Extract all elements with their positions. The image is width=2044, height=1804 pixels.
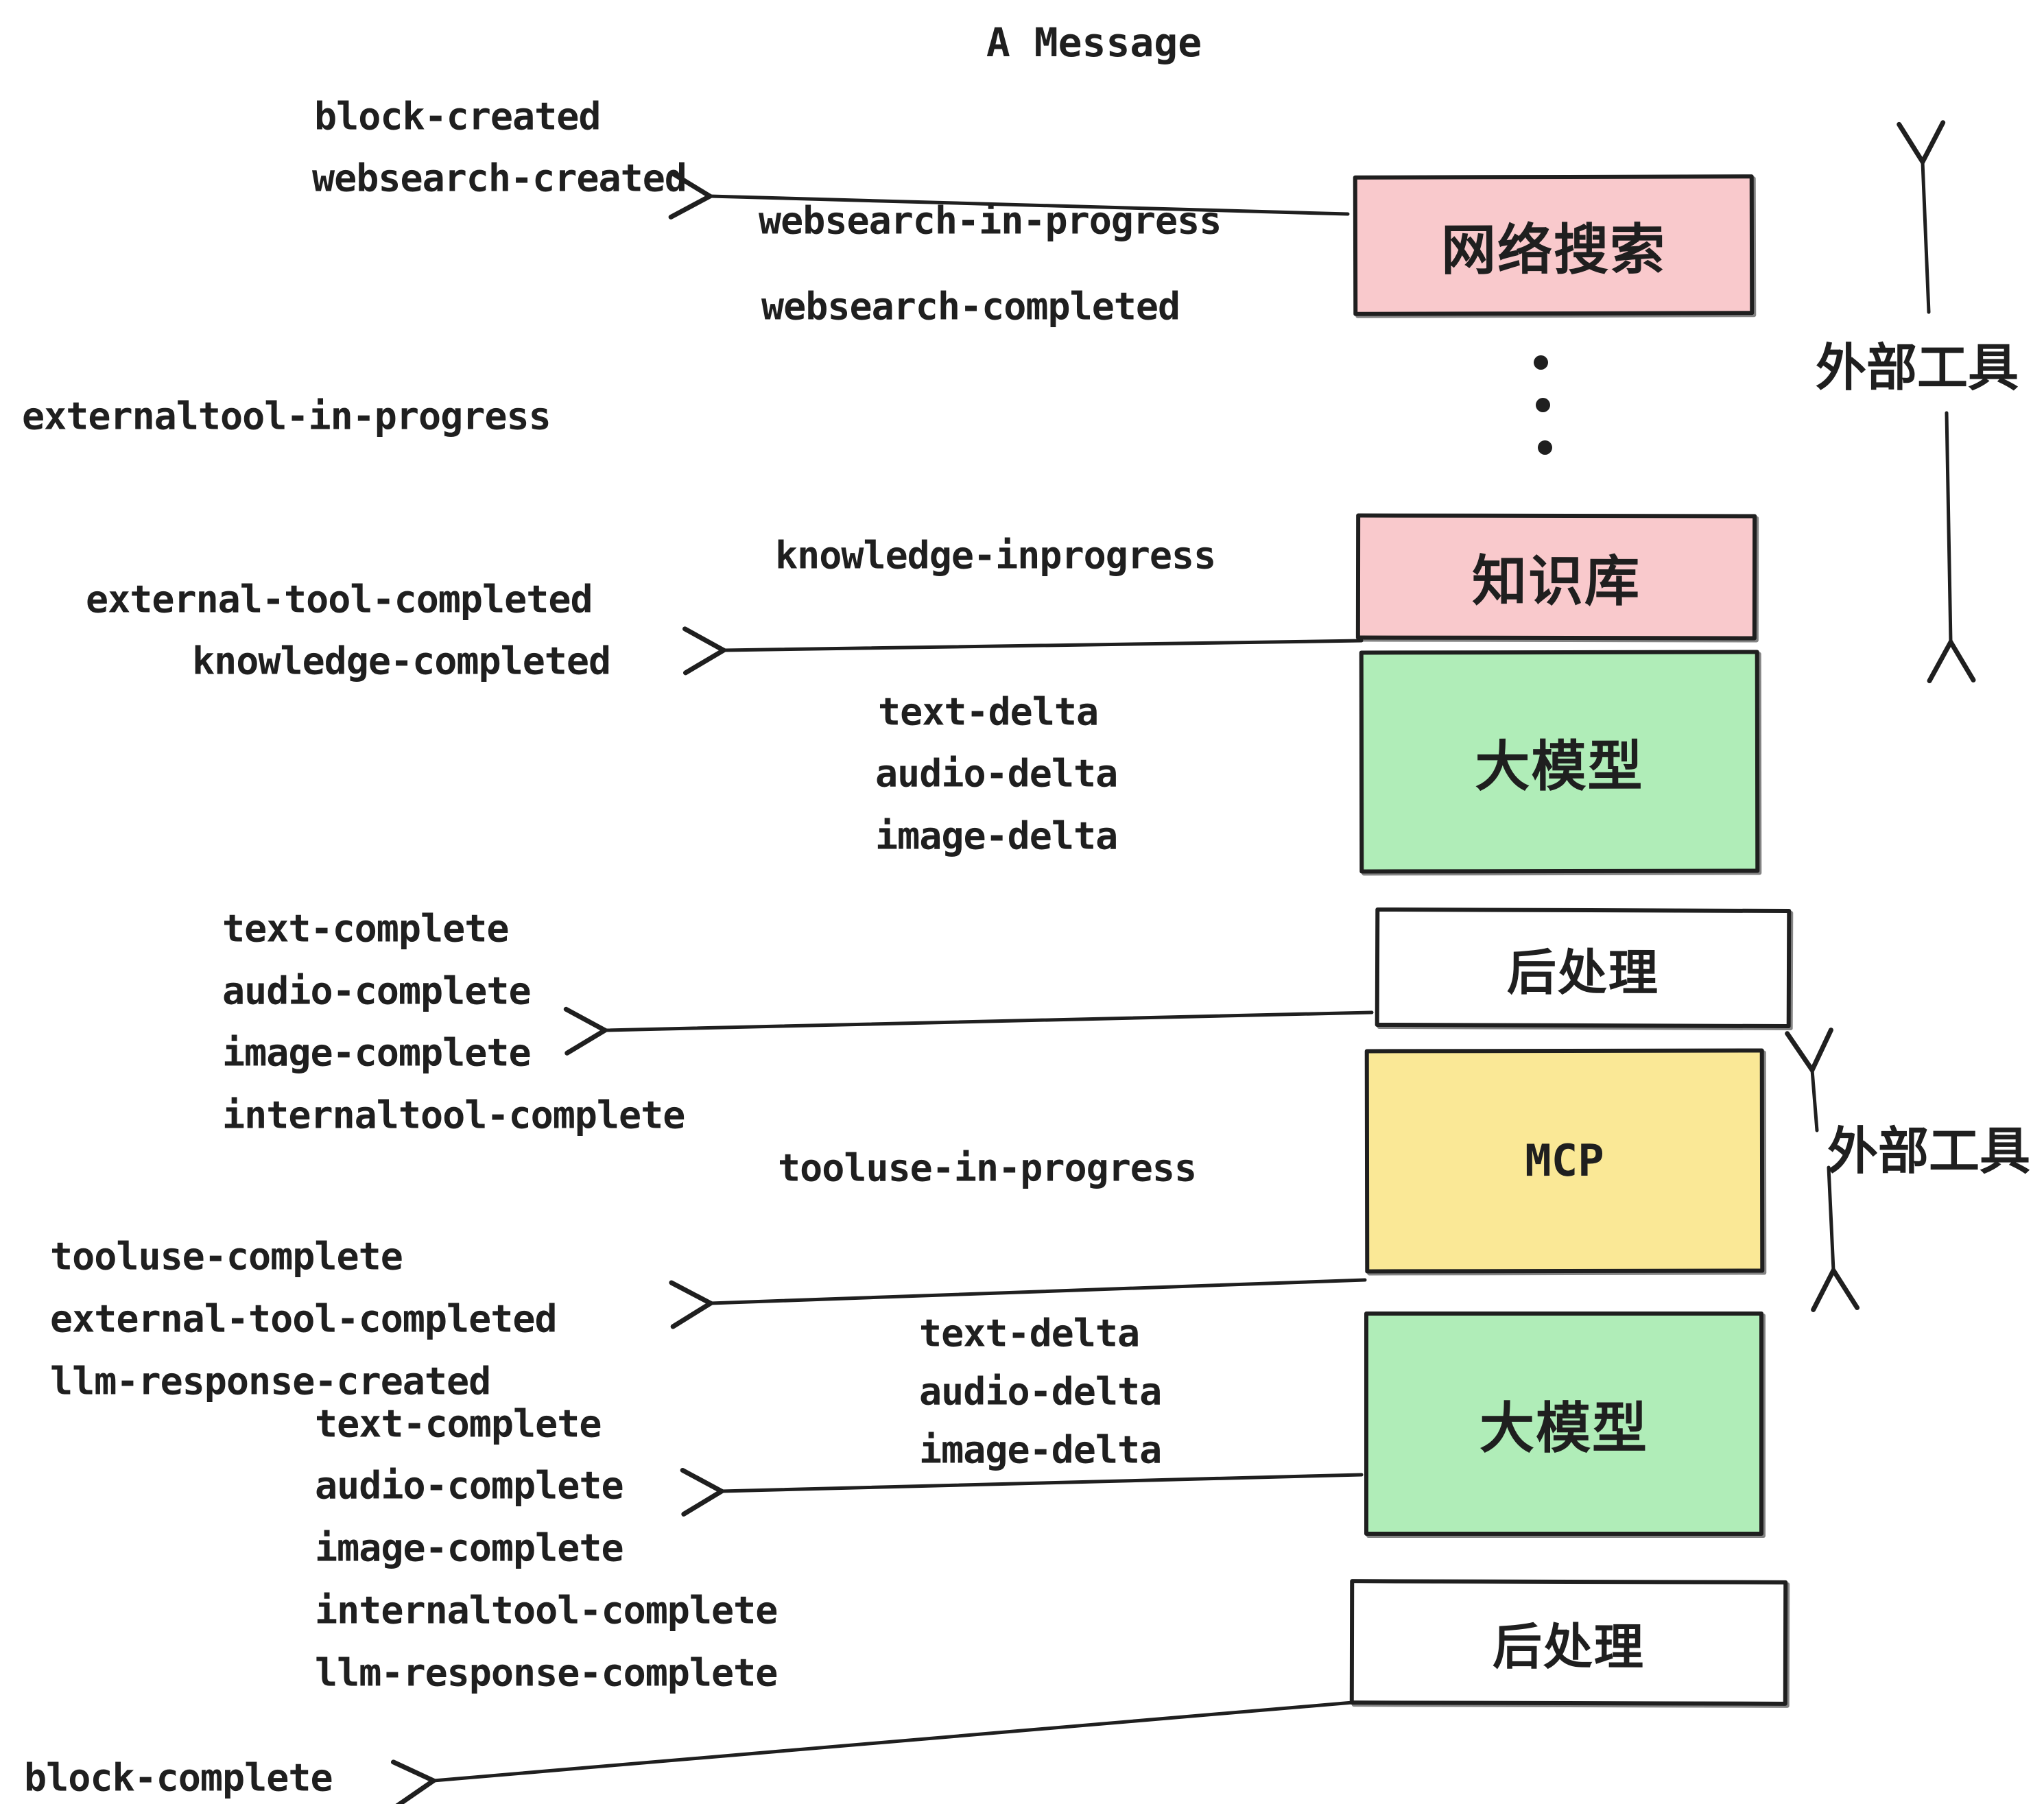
arrow-knowledge-completed (682, 626, 1364, 676)
box-post-process-1-label: 后处理 (1506, 943, 1660, 1001)
annotation-external-tools-mid: 外部工具 (1827, 1121, 2030, 1181)
arrow-tooluse-complete (669, 1278, 1367, 1329)
box-mcp: MCP (1364, 1048, 1765, 1274)
event-tooluse-in-progress: tooluse-in-progress (778, 1146, 1197, 1190)
event-tooluse-complete: tooluse-complete (50, 1234, 403, 1279)
event-text-delta-2: text-delta (919, 1311, 1140, 1355)
arrow-external-tools-down-top (1927, 411, 1976, 684)
event-image-delta-1: image-delta (875, 814, 1118, 858)
event-block-complete: block-complete (24, 1755, 333, 1800)
event-llm-response-created: llm-response-created (50, 1359, 491, 1403)
event-external-tool-completed-2: external-tool-completed (50, 1296, 558, 1341)
event-websearch-in-progress: websearch-in-progress (759, 198, 1222, 243)
box-llm-2: 大模型 (1364, 1312, 1763, 1536)
box-post-process-2: 后处理 (1349, 1579, 1788, 1706)
box-web-search-label: 网络搜索 (1440, 217, 1667, 282)
event-image-complete-2: image-complete (315, 1526, 624, 1570)
event-llm-response-complete: llm-response-complete (315, 1650, 778, 1695)
annotation-external-tools-top: 外部工具 (1816, 338, 2019, 398)
box-llm-1-label: 大模型 (1475, 734, 1644, 798)
event-audio-complete-1: audio-complete (222, 969, 532, 1013)
event-websearch-completed: websearch-completed (761, 284, 1180, 329)
ellipsis-dot-1-icon (1534, 355, 1548, 370)
arrow-audio-complete (680, 1467, 1364, 1517)
box-llm-2-label: 大模型 (1479, 1396, 1648, 1460)
event-externaltool-in-progress: externaltool-in-progress (22, 394, 551, 438)
ellipsis-dot-2-icon (1536, 398, 1550, 412)
event-websearch-created: websearch-created (312, 156, 687, 200)
event-knowledge-inprogress: knowledge-inprogress (775, 533, 1216, 578)
box-knowledge-base-label: 知识库 (1471, 549, 1641, 614)
event-audio-delta-1: audio-delta (875, 751, 1118, 796)
arrow-websearch-created (668, 170, 1350, 219)
event-image-complete-1: image-complete (222, 1030, 532, 1075)
arrow-external-tools-up-mid (1785, 1028, 1833, 1132)
arrow-external-tools-up-top (1897, 120, 1946, 314)
box-post-process-1: 后处理 (1375, 907, 1792, 1029)
box-web-search: 网络搜索 (1353, 174, 1755, 316)
event-audio-delta-2: audio-delta (919, 1369, 1162, 1414)
event-block-created: block-created (314, 94, 601, 139)
event-image-delta-2: image-delta (919, 1427, 1162, 1472)
event-audio-complete-2: audio-complete (315, 1463, 624, 1508)
event-knowledge-completed: knowledge-completed (192, 639, 611, 683)
event-external-tool-completed-1: external-tool-completed (86, 577, 593, 621)
box-knowledge-base: 知识库 (1355, 513, 1757, 641)
box-post-process-2-label: 后处理 (1492, 1617, 1645, 1676)
event-internaltool-complete-2: internaltool-complete (315, 1588, 778, 1633)
event-text-complete-2: text-complete (315, 1401, 602, 1446)
arrow-block-complete (390, 1700, 1355, 1804)
arrow-external-tools-down-mid (1811, 1165, 1860, 1312)
event-internaltool-complete-1: internaltool-complete (222, 1093, 685, 1137)
box-mcp-label: MCP (1525, 1135, 1604, 1187)
event-text-delta-1: text-delta (878, 689, 1099, 734)
box-llm-1: 大模型 (1359, 650, 1760, 874)
event-text-complete-1: text-complete (222, 906, 509, 951)
arrow-image-complete (563, 1006, 1374, 1056)
ellipsis-dot-3-icon (1538, 440, 1552, 455)
diagram-title: A Message (986, 19, 1202, 66)
